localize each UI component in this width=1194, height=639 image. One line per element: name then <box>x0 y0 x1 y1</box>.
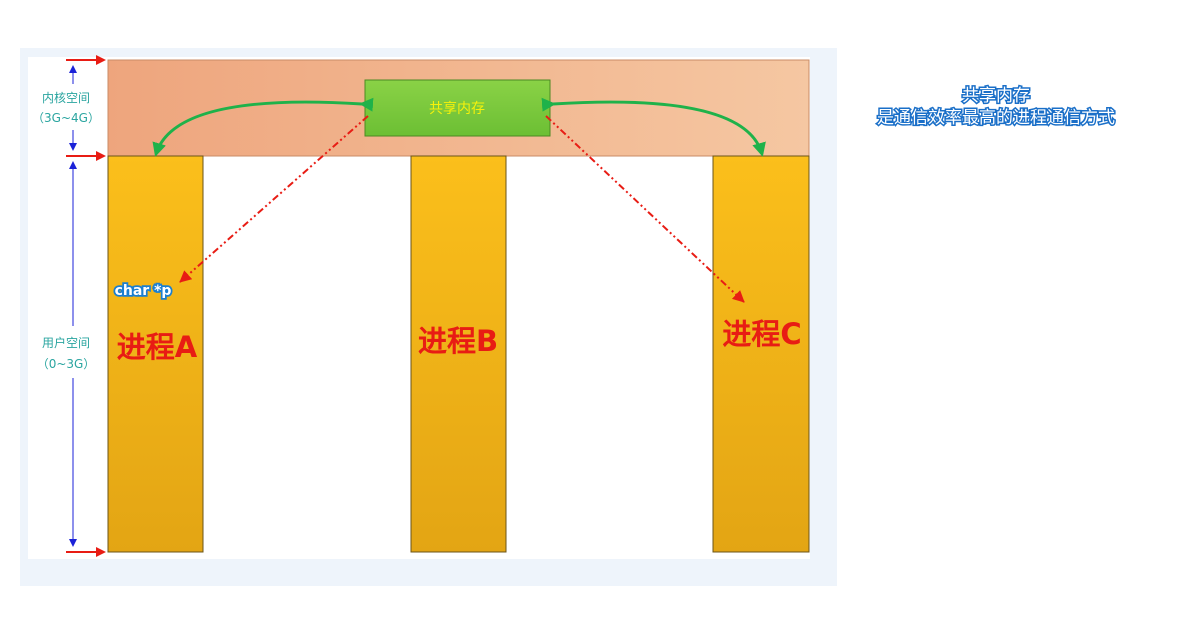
process-a-column <box>107 155 204 553</box>
red-arrow-to-c <box>545 115 745 303</box>
green-arrow-right <box>541 97 766 157</box>
process-c-column <box>712 155 810 553</box>
user-space-label: 用户空间 <box>42 335 90 350</box>
process-b-column <box>410 155 507 553</box>
green-arrow-left <box>152 97 374 157</box>
shared-memory-label: 共享内存 <box>429 100 485 117</box>
red-arrow-to-a <box>179 115 369 283</box>
shared-memory-box <box>364 79 551 137</box>
note-title: 共享内存 <box>962 86 1030 106</box>
process-c-label: 进程C <box>722 317 801 351</box>
process-b-label: 进程B <box>418 324 498 358</box>
kernel-space-label: 内核空间 <box>42 91 90 105</box>
pointer-label: char *p <box>115 283 172 299</box>
kernel-space-range: （3G~4G） <box>32 111 100 125</box>
note-subtitle: 是通信效率最高的进程通信方式 <box>877 108 1115 128</box>
user-space-range: （0~3G） <box>37 357 96 371</box>
process-a-label: 进程A <box>117 330 198 364</box>
